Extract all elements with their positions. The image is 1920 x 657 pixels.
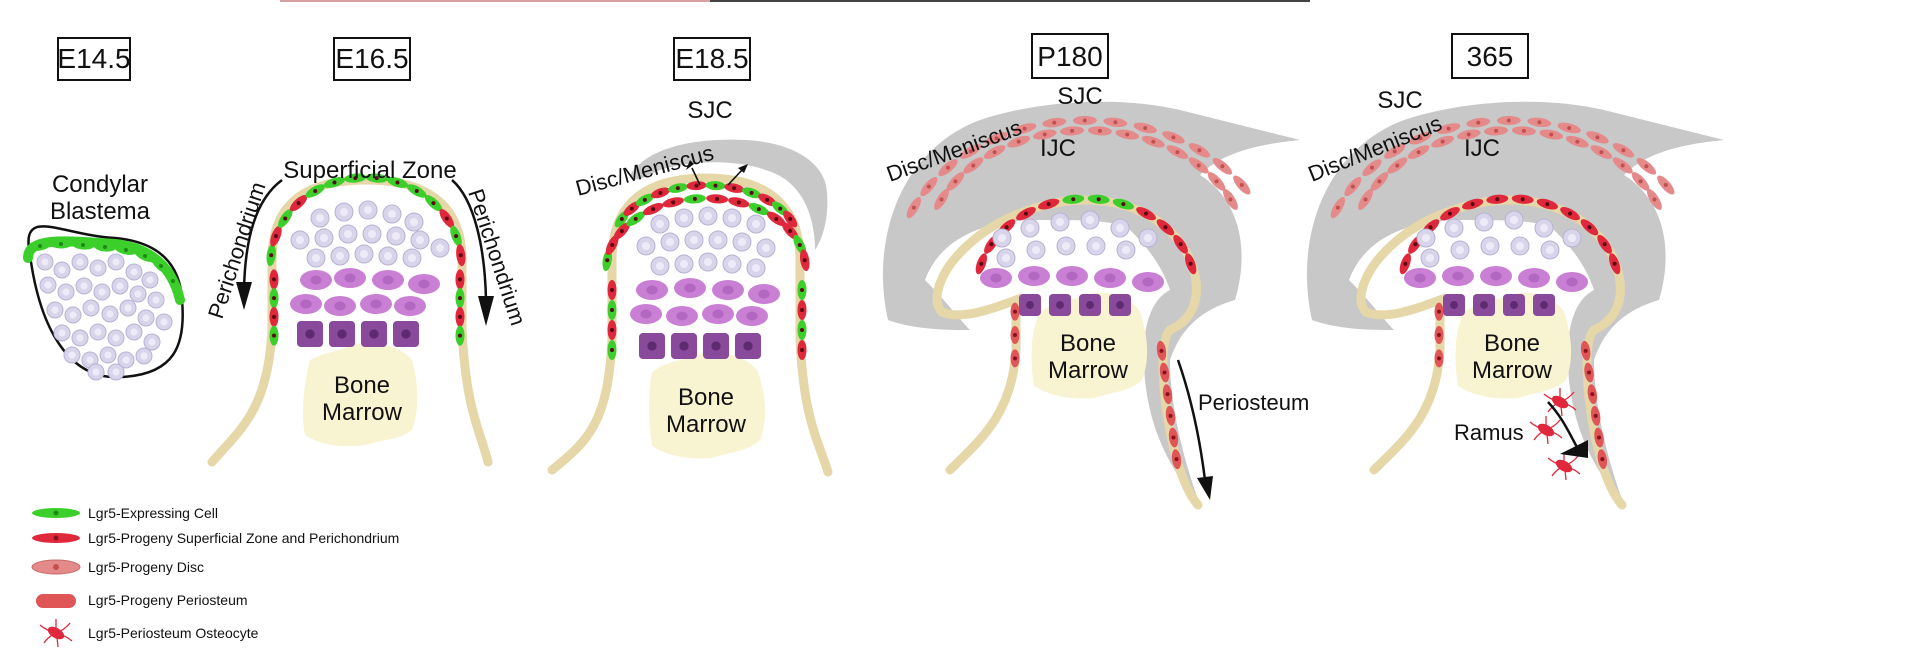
condylar-label: Condylar xyxy=(52,171,148,198)
periosteum-arrow xyxy=(1176,359,1207,481)
blastema-cells xyxy=(29,239,180,381)
e18-cells xyxy=(602,181,810,360)
stage-label-text: P180 xyxy=(1037,41,1102,72)
osteocyte-icon xyxy=(39,619,73,648)
legend-item-lgr5-expressing: Lgr5-Expressing Cell xyxy=(32,505,218,521)
stage-label-text: E14.5 xyxy=(57,43,130,74)
bone-marrow xyxy=(649,352,766,459)
perichondrium-arrow-right xyxy=(451,179,488,301)
ramus-label: Ramus xyxy=(1454,420,1524,445)
marrow-label: Marrow xyxy=(1048,357,1129,384)
panel-e16-5: Bone Marrow Superficial Zone Perichondri… xyxy=(203,157,531,467)
marrow-label: Marrow xyxy=(322,399,403,426)
legend-label: Lgr5-Expressing Cell xyxy=(88,505,218,521)
disc-band xyxy=(882,101,1300,505)
legend-item-periosteum: Lgr5-Progeny Periosteum xyxy=(36,592,248,608)
stage-label-text: 365 xyxy=(1467,41,1514,72)
y365-cells xyxy=(1330,115,1675,481)
legend-label: Lgr5-Progeny Disc xyxy=(88,559,204,575)
stage-label-text: E18.5 xyxy=(675,43,748,74)
arrow-head xyxy=(236,282,252,310)
stage-label-e16-5: E16.5 xyxy=(333,37,411,81)
arrow-head xyxy=(1560,440,1588,458)
ijc-label: IJC xyxy=(1464,135,1500,162)
bone-outline xyxy=(547,173,833,477)
stage-label-p180: P180 xyxy=(1031,33,1109,79)
bone-marrow xyxy=(302,343,418,447)
bone-label: Bone xyxy=(1484,330,1540,357)
sjc-label: SJC xyxy=(687,97,732,124)
legend-label: Lgr5-Progeny Superficial Zone and Perich… xyxy=(88,530,399,546)
periosteum-label: Periosteum xyxy=(1198,390,1309,415)
sjc-label: SJC xyxy=(1057,83,1102,110)
disc-band xyxy=(630,139,828,250)
panel-e18-5: Bone Marrow SJC Disc/Meniscus xyxy=(547,97,833,477)
legend-item-osteocyte: Lgr5-Periosteum Osteocyte xyxy=(39,619,259,648)
disc-band xyxy=(1306,101,1724,505)
p180-cells xyxy=(906,115,1251,470)
bone-label: Bone xyxy=(678,384,734,411)
legend-label: Lgr5-Progeny Periosteum xyxy=(88,592,248,608)
blastema-label: Blastema xyxy=(50,198,151,225)
perichondrium-label-left: Perichondrium xyxy=(203,179,271,322)
arrow-up-right xyxy=(727,169,743,186)
bone-label: Bone xyxy=(1060,330,1116,357)
top-crop-strip xyxy=(280,0,710,2)
bone-marrow xyxy=(1455,292,1572,399)
sjc-label: SJC xyxy=(1377,87,1422,114)
legend-item-disc: Lgr5-Progeny Disc xyxy=(31,559,204,575)
stage-label-365: 365 xyxy=(1451,33,1529,79)
stage-label-e18-5: E18.5 xyxy=(673,37,751,81)
e16-cells xyxy=(266,173,466,347)
top-crop-strip-dark xyxy=(710,0,1310,2)
arrow-head xyxy=(478,296,494,326)
legend: Lgr5-Expressing Cell Lgr5-Progeny Superf… xyxy=(31,505,399,648)
marrow-label: Marrow xyxy=(666,411,747,438)
legend-label: Lgr5-Periosteum Osteocyte xyxy=(88,625,259,641)
bone-outline xyxy=(207,175,493,467)
marrow-label: Marrow xyxy=(1472,357,1553,384)
legend-item-superficial-zone: Lgr5-Progeny Superficial Zone and Perich… xyxy=(32,530,399,546)
panel-e14-5: Condylar Blastema xyxy=(23,171,185,381)
ijc-label: IJC xyxy=(1040,135,1076,162)
perichondrium-label-right: Perichondrium xyxy=(463,186,531,329)
stage-label-text: E16.5 xyxy=(335,43,408,74)
arrow-head xyxy=(1197,476,1213,500)
arrow-up-left xyxy=(691,167,701,186)
bone-marrow xyxy=(1031,292,1148,399)
stage-label-e14-5: E14.5 xyxy=(57,37,131,81)
superficial-zone-label: Superficial Zone xyxy=(283,157,456,184)
perichondrium-arrow-left xyxy=(242,178,283,291)
panel-p180: Bone Marrow SJC IJC Disc/Meniscus Perios… xyxy=(882,83,1309,510)
panel-365: Bone Marrow SJC IJC Disc/Meniscus Ramus xyxy=(1305,87,1724,510)
bone-label: Bone xyxy=(334,372,390,399)
